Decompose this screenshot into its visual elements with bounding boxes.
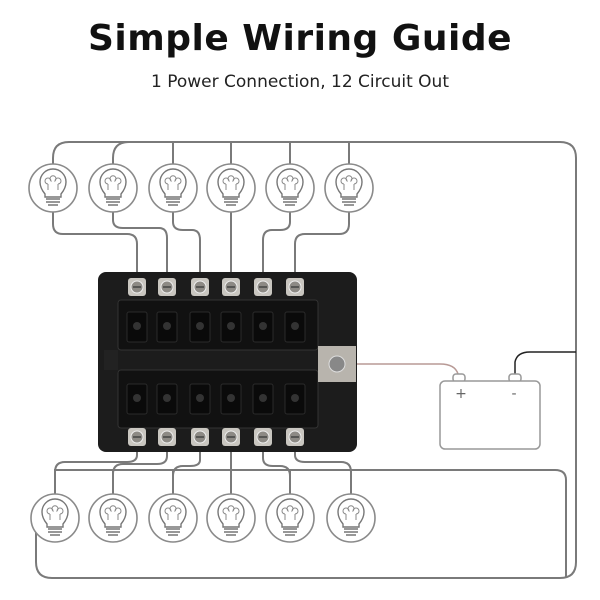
ground-wire-outer bbox=[35, 141, 577, 579]
circuit-wire-12 bbox=[294, 445, 352, 494]
terminal-screw bbox=[286, 278, 304, 296]
wires bbox=[35, 141, 577, 579]
fuse-slot bbox=[126, 383, 148, 415]
light-bulb-icon bbox=[206, 493, 256, 543]
fuse-slot bbox=[284, 383, 306, 415]
battery-body bbox=[439, 380, 541, 450]
terminal-screw bbox=[191, 278, 209, 296]
light-bulb-icon bbox=[148, 163, 198, 213]
fuse-slot bbox=[284, 311, 306, 343]
circuit-wire-6 bbox=[294, 212, 350, 280]
page-title: Simple Wiring Guide bbox=[87, 18, 513, 59]
terminal-screw bbox=[191, 428, 209, 446]
terminal-screw bbox=[254, 278, 272, 296]
fuse-slot bbox=[220, 311, 242, 343]
circuit-wire-11 bbox=[262, 445, 291, 494]
battery: + - bbox=[439, 373, 541, 450]
terminal-screw bbox=[158, 428, 176, 446]
battery-positive-label: + bbox=[455, 386, 467, 402]
ground-wire-inner bbox=[112, 141, 130, 164]
circuit-wire-1 bbox=[52, 212, 138, 280]
fuse-slot bbox=[189, 311, 211, 343]
negative-wire bbox=[514, 351, 576, 374]
power-stud bbox=[328, 355, 346, 373]
light-bulb-icon bbox=[265, 493, 315, 543]
terminal-screw bbox=[222, 428, 240, 446]
light-bulb-icon bbox=[265, 163, 315, 213]
circuit-wire-9 bbox=[172, 445, 201, 494]
fuse-slot bbox=[189, 383, 211, 415]
terminal-screw bbox=[158, 278, 176, 296]
light-bulb-icon bbox=[88, 163, 138, 213]
light-bulb-icon bbox=[206, 163, 256, 213]
fuse-slot bbox=[252, 311, 274, 343]
light-bulb-icon bbox=[148, 493, 198, 543]
light-bulb-icon bbox=[88, 493, 138, 543]
circuit-wire-2 bbox=[112, 212, 168, 280]
terminal-screw bbox=[222, 278, 240, 296]
terminal-screw bbox=[128, 278, 146, 296]
light-bulb-icon bbox=[324, 163, 374, 213]
fuse-block bbox=[98, 272, 357, 452]
positive-wire bbox=[357, 363, 459, 375]
circuit-wire-7 bbox=[54, 445, 138, 494]
battery-negative-label: - bbox=[511, 386, 516, 402]
light-bulb-icon bbox=[30, 493, 80, 543]
light-bulb-icon bbox=[326, 493, 376, 543]
terminal-screw bbox=[128, 428, 146, 446]
fuse-slot bbox=[220, 383, 242, 415]
fuse-slot bbox=[126, 311, 148, 343]
light-bulb-icon bbox=[28, 163, 78, 213]
circuit-wire-8 bbox=[112, 445, 168, 494]
circuit-wire-5 bbox=[262, 212, 291, 280]
fuse-slot bbox=[156, 383, 178, 415]
terminal-screw bbox=[286, 428, 304, 446]
terminal-screw bbox=[254, 428, 272, 446]
ground-drops-top bbox=[172, 142, 350, 164]
fuse-slot bbox=[252, 383, 274, 415]
page-subtitle: 1 Power Connection, 12 Circuit Out bbox=[151, 72, 449, 92]
circuit-wire-3 bbox=[172, 212, 201, 280]
fuse-slot bbox=[156, 311, 178, 343]
